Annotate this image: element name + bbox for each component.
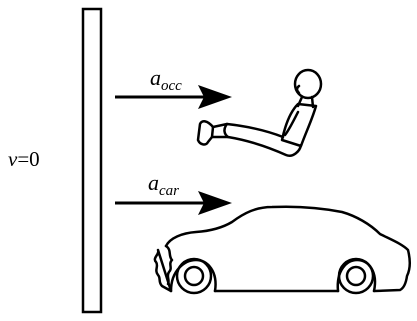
car-rear-wheel	[175, 257, 213, 295]
occupant-figure	[196, 68, 323, 157]
occupant-arm	[283, 110, 300, 137]
car-accel-arrow	[115, 191, 232, 215]
occupant-lower-leg	[210, 122, 230, 139]
car-front-hubcap	[345, 265, 367, 287]
car-accel-subscript: car	[159, 183, 179, 199]
velocity-label: v=0	[8, 147, 40, 171]
car-rear-hubcap	[183, 265, 205, 287]
occupant-accel-arrow	[115, 85, 232, 109]
occupant-accel-subscript: occ	[161, 78, 182, 94]
car-body	[153, 205, 411, 293]
car-accel-label: acar	[148, 170, 179, 199]
occupant-accel-symbol: a	[150, 65, 161, 90]
car-crumple	[164, 244, 174, 286]
car-accel-symbol: a	[148, 170, 159, 195]
occupant-head	[293, 68, 323, 100]
barrier-wall	[81, 7, 103, 314]
occupant-accel-label: aocc	[150, 65, 182, 94]
car	[153, 205, 411, 295]
velocity-var: v	[8, 147, 18, 171]
velocity-value: =0	[17, 147, 39, 171]
car-front-wheel	[337, 257, 375, 295]
occupant-torso	[280, 102, 318, 148]
occupant-foot	[196, 120, 215, 146]
